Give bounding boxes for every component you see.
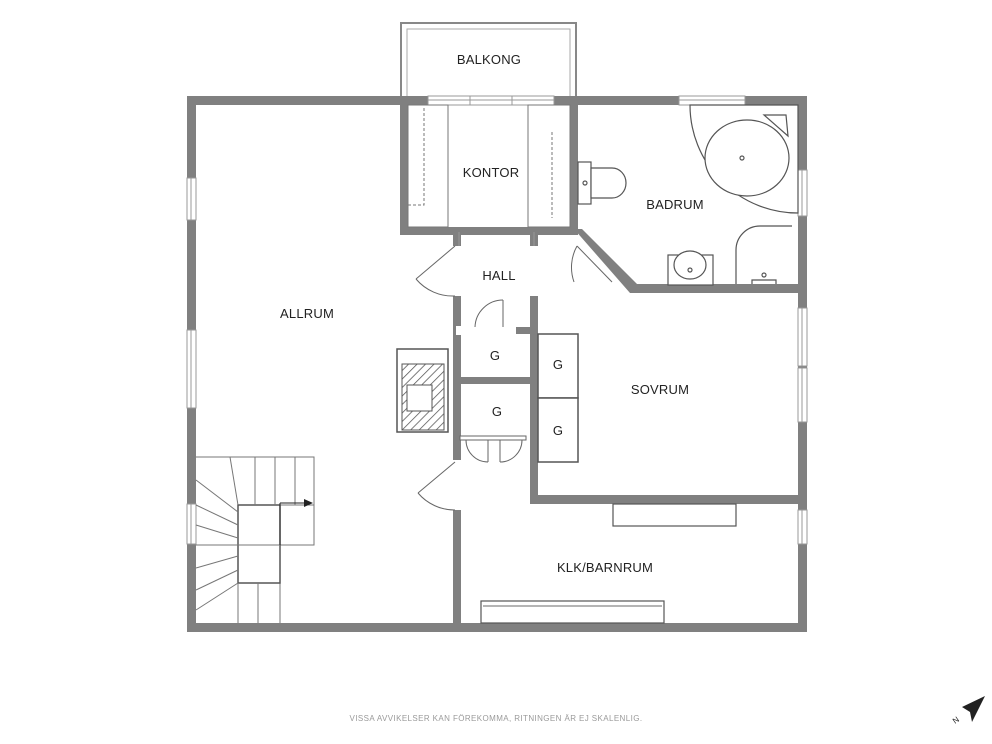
interior-walls <box>400 100 802 632</box>
radiators <box>480 503 737 624</box>
room-label-klk-barnrum: KLK/BARNRUM <box>557 560 653 575</box>
toilet-icon <box>577 161 627 205</box>
office-shelves <box>407 104 571 228</box>
room-label-g-hall-closet-1: G <box>490 348 500 363</box>
bathtub-icon <box>689 104 799 214</box>
room-label-hall: HALL <box>482 268 515 283</box>
sink-icon <box>667 250 714 286</box>
room-label-kontor: KONTOR <box>463 165 520 180</box>
room-label-g-wardrobe-1: G <box>553 357 563 372</box>
window-mullions <box>190 96 803 544</box>
thin-walls <box>458 232 535 246</box>
fireplace <box>396 348 449 433</box>
stair-arrow-icon <box>279 499 313 545</box>
room-label-g-wardrobe-2: G <box>553 423 563 438</box>
north-arrow-icon <box>962 696 985 722</box>
room-label-allrum: ALLRUM <box>280 306 334 321</box>
room-label-g-hall-closet-2: G <box>492 404 502 419</box>
room-label-balkong: BALKONG <box>457 52 521 67</box>
room-label-sovrum: SOVRUM <box>631 382 689 397</box>
wardrobes <box>537 333 579 463</box>
compass-letter: N <box>951 715 961 726</box>
doors <box>415 245 613 511</box>
staircase <box>195 456 315 623</box>
room-label-badrum: BADRUM <box>646 197 704 212</box>
disclaimer-text: VISSA AVVIKELSER KAN FÖREKOMMA, RITNINGE… <box>350 714 643 723</box>
shower-icon <box>735 225 792 284</box>
